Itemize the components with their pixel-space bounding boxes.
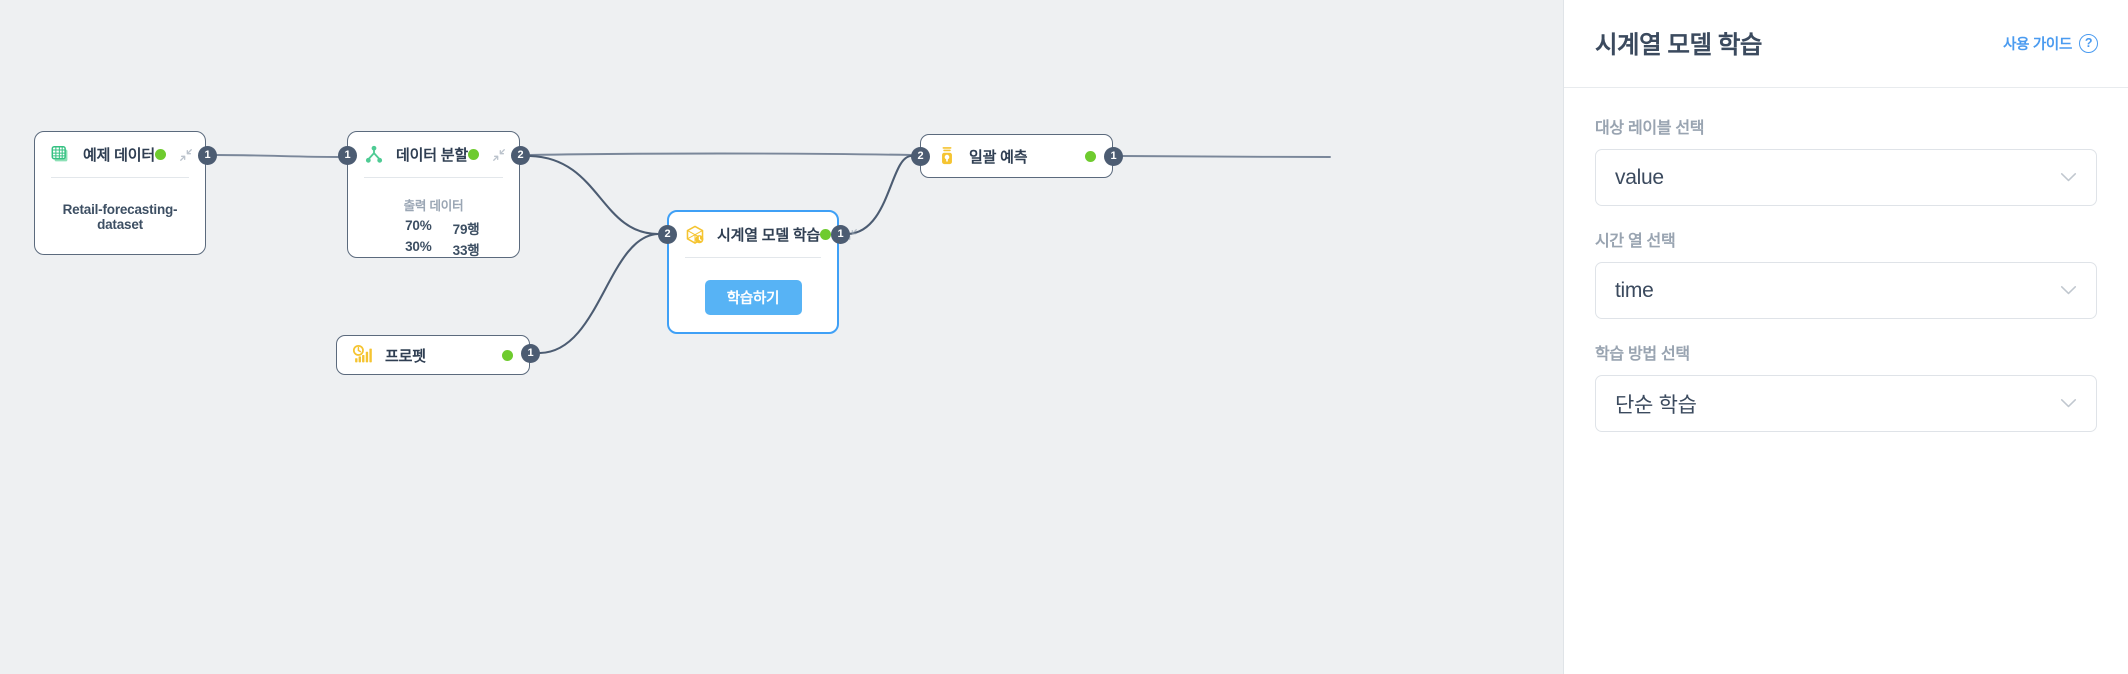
node-example-data[interactable]: 예제 데이터 Retail-forecasting-dataset — [34, 131, 206, 255]
user-guide-link[interactable]: 사용 가이드 ? — [2003, 33, 2098, 54]
node-timeseries-model-training[interactable]: 시계열 모델 학습 학습하기 — [667, 210, 858, 334]
divider — [364, 177, 503, 178]
question-circle-icon: ? — [2079, 34, 2098, 53]
batch-predict-icon — [942, 147, 952, 165]
chevron-down-icon — [2060, 399, 2077, 408]
status-dot — [820, 229, 832, 240]
port-out-model-1[interactable]: 1 — [831, 225, 850, 244]
edge-layer — [215, 152, 1331, 355]
collapse-icon[interactable] — [492, 148, 506, 162]
port-in-model-2[interactable]: 2 — [658, 225, 677, 244]
prophet-chart-clock-icon — [352, 344, 372, 363]
field-training-method: 학습 방법 선택 단순 학습 — [1595, 340, 2097, 432]
port-out-predict-1[interactable]: 1 — [1104, 147, 1123, 166]
edge-dataset-to-split — [215, 154, 339, 158]
node-title: 데이터 분할 — [396, 147, 468, 164]
chevron-down-icon — [2060, 173, 2077, 182]
port-in-predict-2[interactable]: 2 — [911, 147, 930, 166]
divider — [51, 177, 189, 178]
node-title: 예제 데이터 — [83, 147, 155, 164]
status-dot — [502, 349, 513, 361]
node-header: 데이터 분할 — [348, 132, 519, 177]
time-column-select[interactable]: time — [1595, 262, 2097, 319]
status-dot — [1085, 150, 1096, 162]
select-value: 단순 학습 — [1615, 393, 1697, 417]
node-title: 시계열 모델 학습 — [717, 227, 821, 244]
table-grid-icon — [51, 145, 68, 161]
split-row: 30% 33행 — [388, 239, 480, 259]
edge-split-to-model — [528, 154, 660, 236]
output-data-caption: 출력 데이터 — [403, 199, 464, 213]
split-row: 70% 79행 — [388, 218, 480, 238]
node-title: 일괄 예측 — [969, 148, 1028, 166]
field-label: 대상 레이블 선택 — [1595, 120, 1705, 137]
split-percent: 70% — [405, 218, 432, 233]
port-in-split-1[interactable]: 1 — [338, 146, 357, 165]
node-title: 프로펫 — [385, 347, 426, 365]
train-button[interactable]: 학습하기 — [704, 280, 802, 315]
panel-title: 시계열 모델 학습 — [1595, 32, 1762, 59]
port-out-split-2[interactable]: 2 — [511, 146, 530, 165]
node-header: 프로펫 — [337, 336, 529, 374]
split-percent: 30% — [405, 239, 432, 254]
node-body: 학습하기 — [669, 280, 837, 315]
node-header: 일괄 예측 — [921, 135, 1112, 177]
split-count: 79행 — [452, 222, 480, 237]
dataset-name: Retail-forecasting-dataset — [62, 202, 178, 232]
field-target-label: 대상 레이블 선택 value — [1595, 114, 2097, 206]
user-guide-label: 사용 가이드 — [2003, 37, 2072, 53]
timeseries-model-icon — [686, 225, 704, 244]
node-body: 출력 데이터 70% 79행 30% 33행 — [348, 195, 519, 259]
chevron-down-icon — [2060, 286, 2077, 295]
node-header: 시계열 모델 학습 — [669, 212, 858, 257]
edge-model-to-predict — [846, 154, 913, 236]
training-method-select[interactable]: 단순 학습 — [1595, 375, 2097, 432]
status-dot — [467, 149, 479, 160]
node-data-split[interactable]: 데이터 분할 출력 데이터 70% 79행 30% — [347, 131, 520, 258]
collapse-icon[interactable] — [179, 148, 193, 162]
panel-body: 대상 레이블 선택 value 시간 열 선택 time — [1564, 88, 2128, 432]
field-label: 학습 방법 선택 — [1595, 346, 1690, 363]
select-value: time — [1615, 278, 1654, 302]
split-count: 33행 — [452, 243, 480, 258]
node-header: 예제 데이터 — [35, 132, 205, 177]
port-out-dataset-1[interactable]: 1 — [198, 146, 217, 165]
node-batch-prediction[interactable]: 일괄 예측 — [920, 134, 1113, 178]
edge-prophet-to-model — [538, 232, 660, 355]
field-time-column: 시간 열 선택 time — [1595, 227, 2097, 319]
target-label-select[interactable]: value — [1595, 149, 2097, 206]
edge-split-to-predict — [529, 152, 912, 156]
panel-header: 시계열 모델 학습 사용 가이드 ? — [1564, 0, 2128, 88]
field-label: 시간 열 선택 — [1595, 233, 1676, 250]
split-branch-icon — [365, 145, 383, 163]
split-rows: 70% 79행 30% 33행 — [364, 218, 503, 259]
properties-panel: 시계열 모델 학습 사용 가이드 ? 대상 레이블 선택 value 시간 열 … — [1563, 0, 2128, 674]
workflow-canvas[interactable]: 예제 데이터 Retail-forecasting-dataset 1 — [0, 0, 1563, 674]
status-dot — [154, 149, 166, 160]
divider — [685, 257, 821, 258]
port-out-prophet-1[interactable]: 1 — [521, 344, 540, 363]
edge-predict-out — [1121, 155, 1331, 158]
select-value: value — [1615, 165, 1664, 189]
node-prophet[interactable]: 프로펫 — [336, 335, 530, 375]
node-body: Retail-forecasting-dataset — [35, 202, 205, 232]
